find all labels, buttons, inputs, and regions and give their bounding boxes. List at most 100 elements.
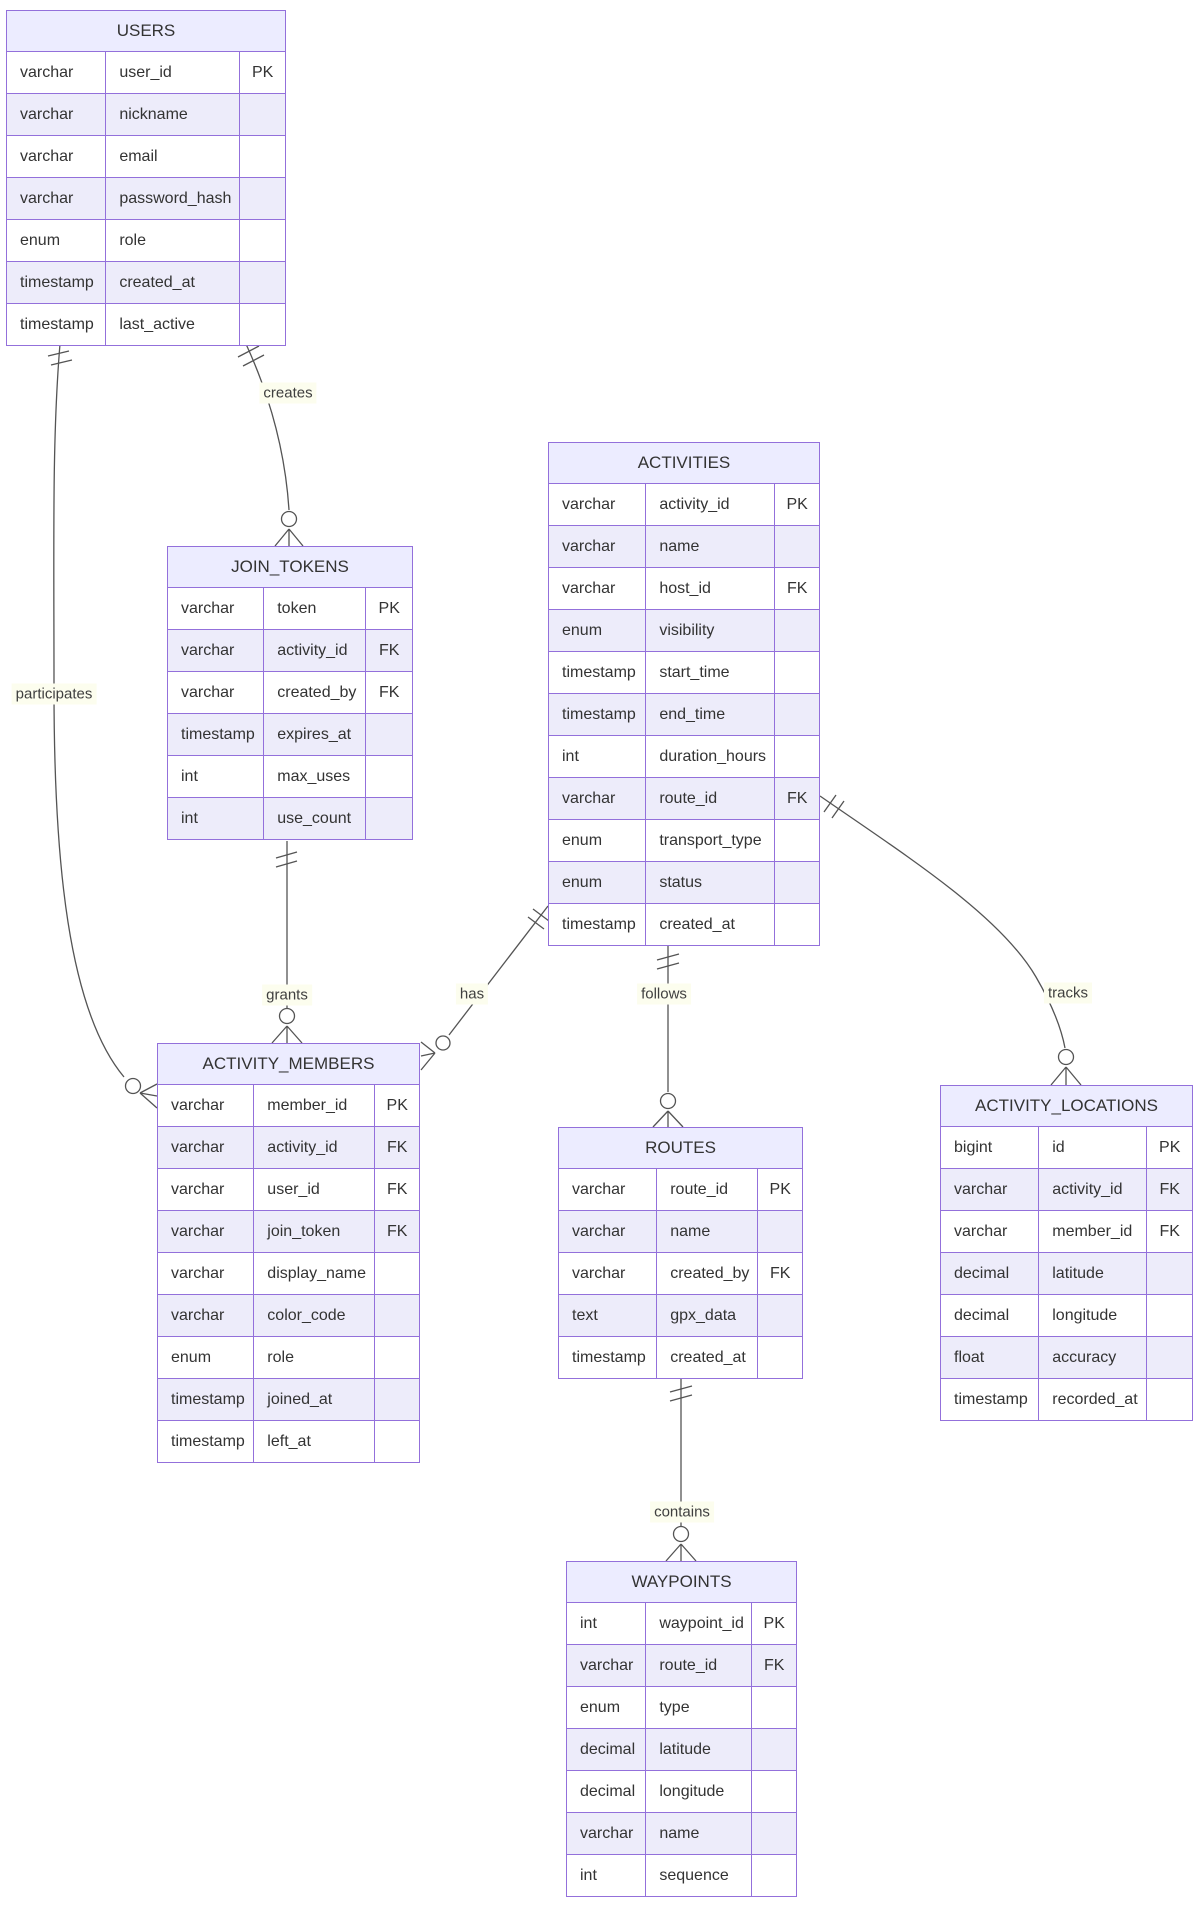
attribute-key-cell: PK [757,1169,802,1210]
attribute-name-cell: name [645,526,774,567]
attribute-key-cell [751,1771,796,1812]
entity-title: JOIN_TOKENS [168,547,412,587]
cardinality-exactly-one-marker [669,1385,693,1402]
cardinality-many-crowfoot [139,1083,158,1109]
attribute-key-cell [1146,1379,1192,1420]
attribute-key-cell [239,178,285,219]
edge-participates-line [53,343,125,1078]
attribute-name-cell: color_code [253,1295,374,1336]
attribute-name-cell: joined_at [253,1379,374,1420]
attribute-key-cell [1146,1337,1192,1378]
attribute-type-cell: timestamp [20,273,94,291]
attribute-type-cell: enum [171,1348,212,1366]
attribute-name-cell: created_by [263,672,365,713]
attribute-name-cell: duration_hours [645,736,774,777]
cardinality-many-crowfoot [1050,1066,1082,1086]
attribute-key-cell [374,1337,419,1378]
attribute-key-cell [374,1379,419,1420]
entity-title: ACTIVITIES [549,443,819,483]
attribute-type-cell: timestamp [181,725,255,743]
attribute-key-cell [774,694,819,735]
attribute-type-cell: timestamp [572,1348,646,1366]
attribute-type-cell: timestamp [20,315,94,333]
attribute-type-cell: varchar [954,1180,1008,1198]
cardinality-zero-circle [124,1077,142,1095]
attribute-key-cell: FK [374,1169,419,1210]
edge-tracks-line [819,795,1066,1049]
attribute-name-cell: expires_at [263,714,365,755]
attribute-key-cell: PK [374,1085,419,1126]
attribute-row: timestamp expires_at [168,713,412,755]
entity-title: USERS [7,11,285,51]
attribute-key-cell: PK [1146,1127,1192,1168]
attribute-key-cell [774,904,819,945]
edge-has-line [448,905,549,1036]
attribute-key-cell [239,262,285,303]
attribute-key-cell: FK [365,630,412,671]
attribute-key-cell: FK [374,1211,419,1252]
attribute-type-cell: varchar [562,789,616,807]
attribute-key-cell [757,1211,802,1252]
attribute-type-cell: varchar [562,537,616,555]
relationship-label-contains: contains [650,1501,714,1523]
cardinality-exactly-one-marker [823,794,845,819]
attribute-type-cell: timestamp [562,915,636,933]
attribute-type-cell: enum [562,873,603,891]
attribute-name-cell: name [656,1211,757,1252]
attribute-type-cell: enum [20,231,61,249]
attribute-key-cell [751,1855,796,1896]
edge-creates-line [245,343,290,511]
attribute-name-cell: host_id [645,568,774,609]
attribute-type-cell: decimal [580,1782,636,1800]
attribute-key-cell [1146,1253,1192,1294]
attribute-key-cell [374,1295,419,1336]
attribute-type-cell: int [562,747,579,765]
attribute-name-cell: transport_type [645,820,774,861]
attribute-name-cell: left_at [253,1421,374,1462]
attribute-name-cell: max_uses [263,756,365,797]
entity-title: ROUTES [559,1128,802,1168]
attribute-key-cell: PK [774,484,819,525]
entity-title: ACTIVITY_LOCATIONS [941,1086,1192,1126]
attribute-key-cell: FK [374,1127,419,1168]
attribute-key-cell [774,862,819,903]
attribute-key-cell [774,652,819,693]
attribute-row: int duration_hours [549,735,819,777]
attribute-name-cell: created_at [645,904,774,945]
attribute-key-cell: FK [774,778,819,819]
attribute-type-cell: int [580,1866,597,1884]
relationship-label-grants: grants [262,984,312,1006]
attribute-type-cell: timestamp [562,663,636,681]
cardinality-zero-circle [280,510,298,528]
cardinality-zero-circle [1057,1048,1075,1066]
attribute-type-cell: varchar [562,495,616,513]
attribute-key-cell: FK [365,672,412,713]
attribute-name-cell: end_time [645,694,774,735]
attribute-name-cell: start_time [645,652,774,693]
attribute-key-cell [774,736,819,777]
attribute-type-cell: enum [580,1698,621,1716]
attribute-key-cell [751,1813,796,1854]
